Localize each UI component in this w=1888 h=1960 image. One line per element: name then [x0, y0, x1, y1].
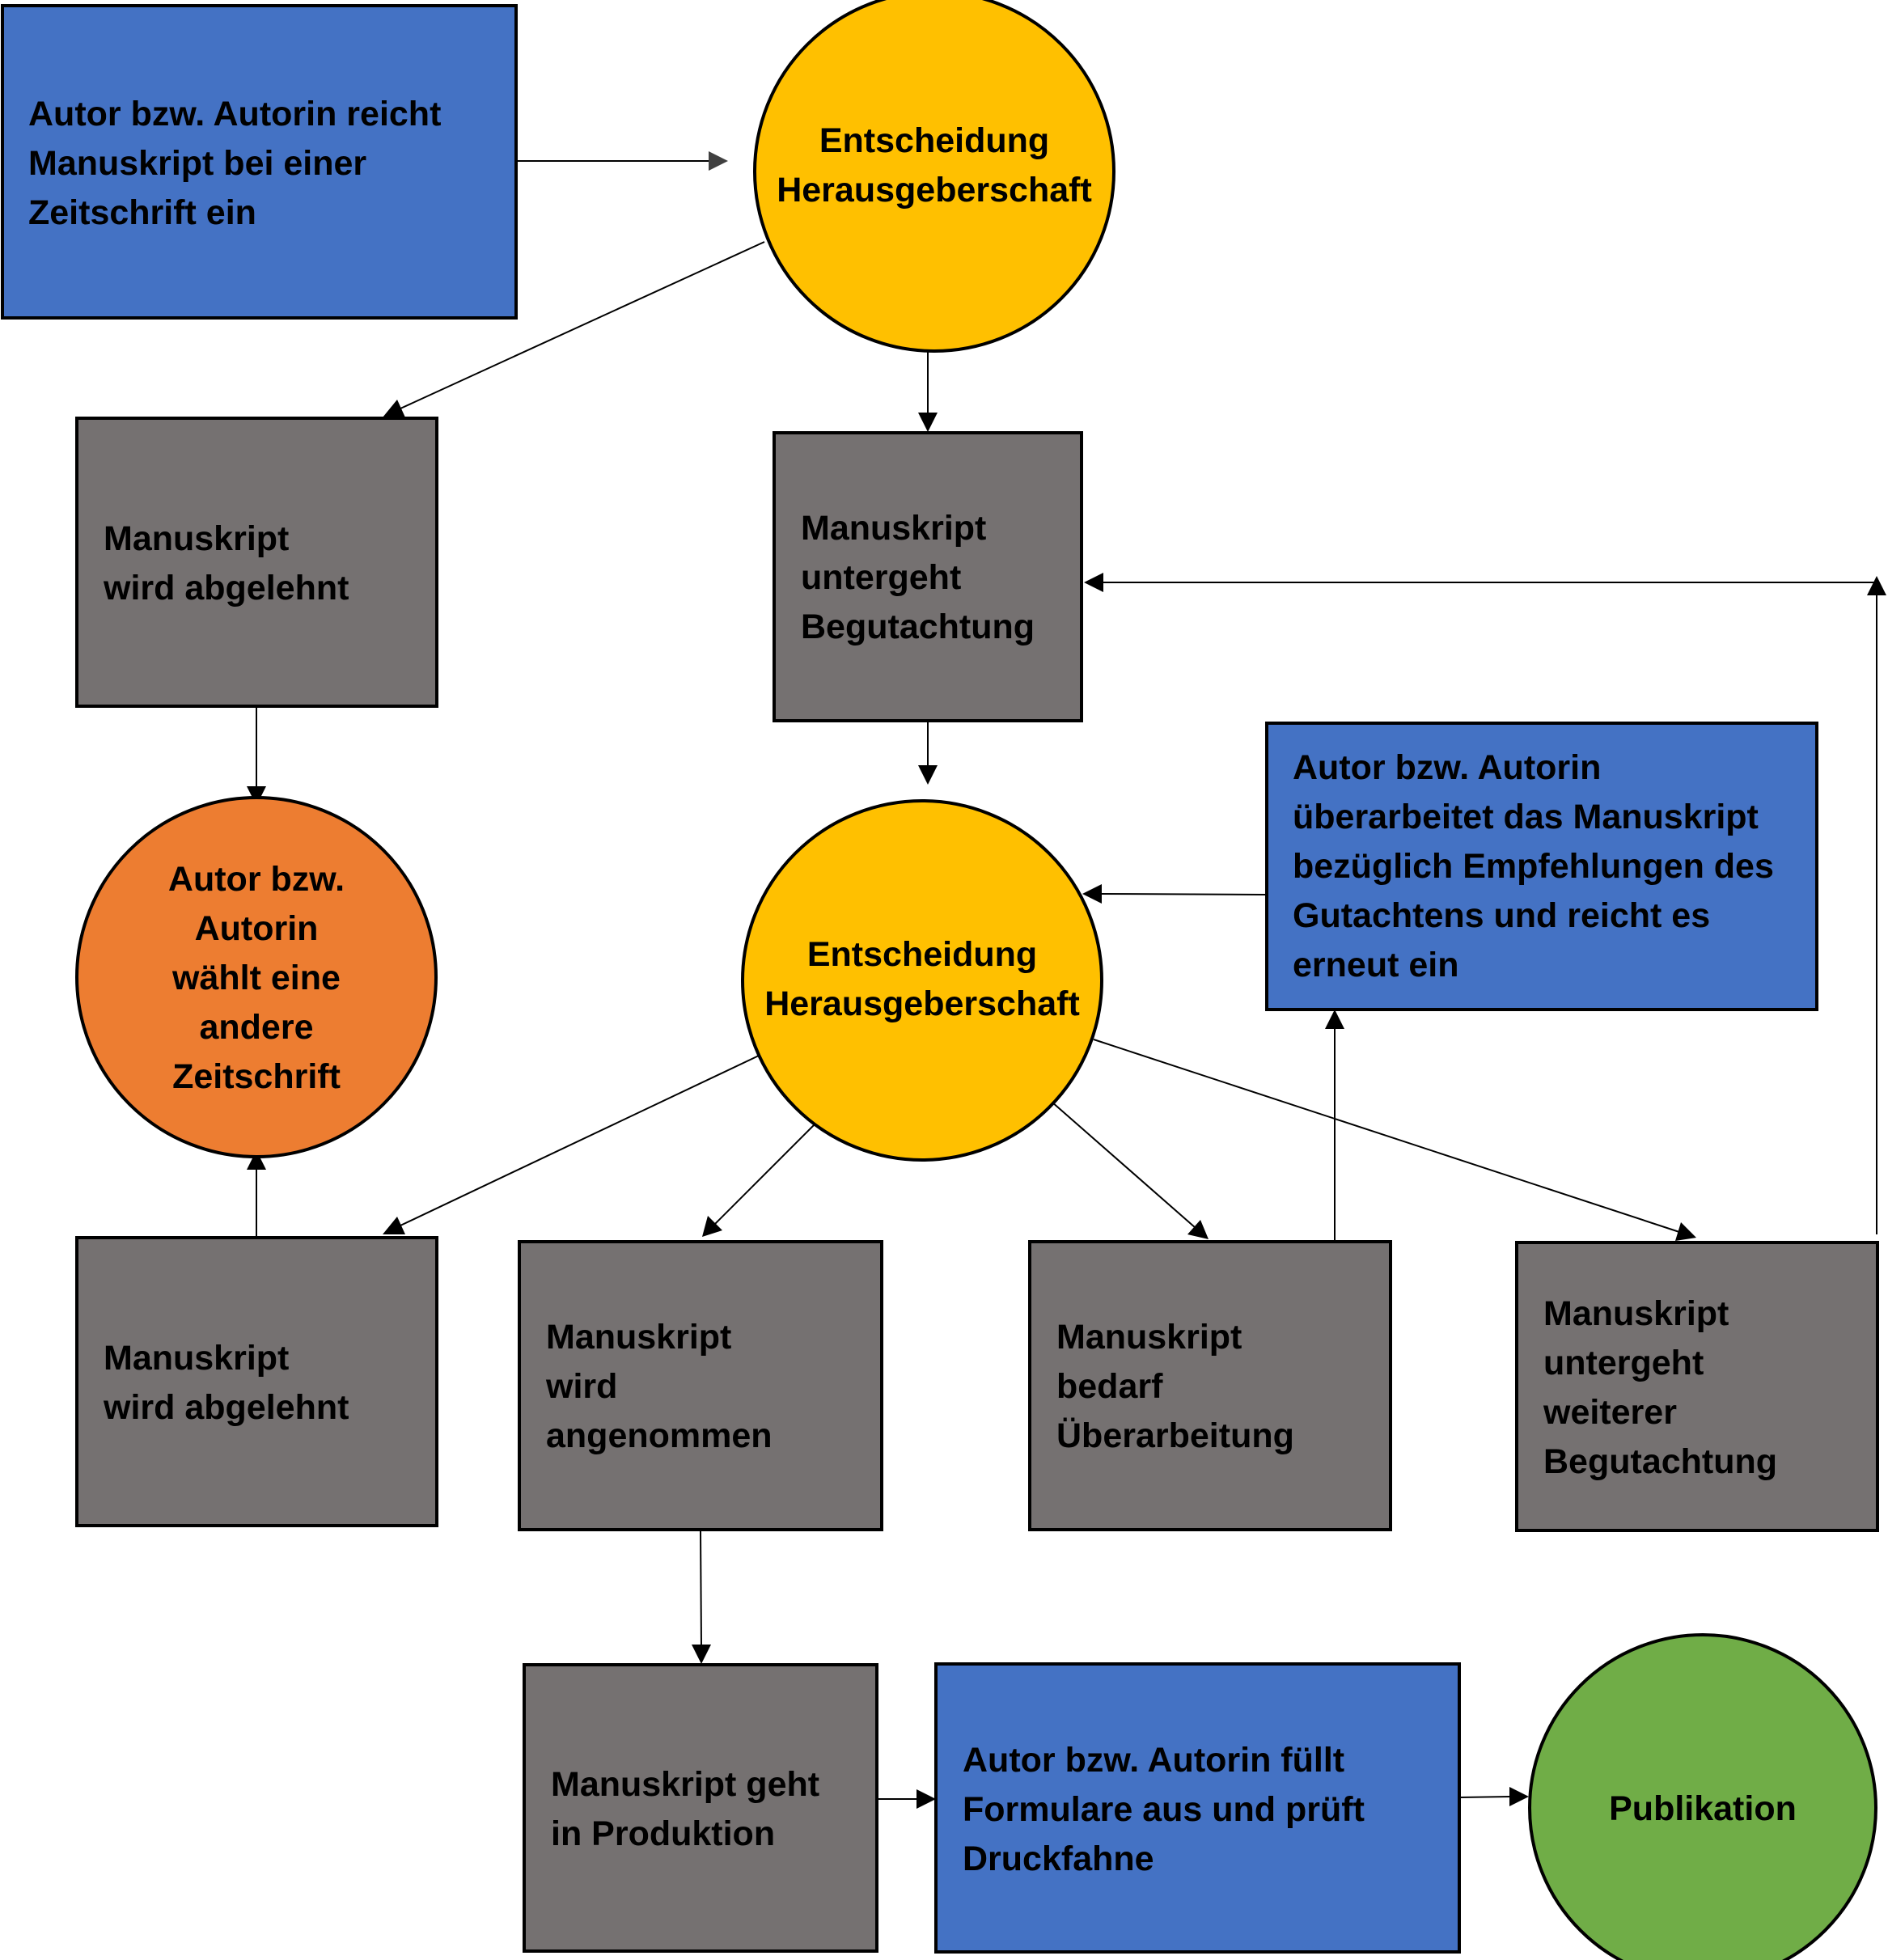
arrowhead-decision2-right [1082, 884, 1102, 904]
label-line: Manuskript bei einer [28, 144, 366, 183]
label-line: Überarbeitung [1056, 1416, 1294, 1455]
label-line: angenommen [546, 1416, 773, 1455]
label-line: in Produktion [551, 1814, 775, 1853]
label-line: erneut ein [1293, 946, 1459, 984]
node-accepted [518, 1240, 883, 1531]
label-line: Autor bzw. Autorin reicht [28, 95, 441, 133]
arrowhead-accepted [702, 1216, 722, 1237]
arrowhead-decision2-top [918, 765, 938, 785]
node-submit [1, 4, 518, 320]
node-rejected2 [75, 1236, 438, 1527]
node-rejected1 [75, 417, 438, 708]
arrowhead-other-journal-bottom [247, 1150, 266, 1170]
label-revise-resubmit: Autor bzw. Autorin überarbeitet das Manus… [1293, 748, 1774, 984]
label-line: Manuskript [104, 1339, 289, 1378]
label-line: Herausgeberschaft [777, 171, 1092, 210]
edge-decision2-to-accepted [714, 1121, 818, 1225]
arrowhead-publication [1509, 1787, 1529, 1806]
edge-resubmit-to-decision2 [1099, 893, 1267, 895]
edge-decision2-to-needs-revision [1051, 1101, 1196, 1229]
label-line: Manuskript [1543, 1294, 1729, 1333]
label-line: Publikation [1609, 1789, 1797, 1828]
label-production: Manuskript geht in Produktion [551, 1765, 819, 1853]
arrowhead-resubmit [1325, 1010, 1344, 1029]
arrowhead-needs-revision [1187, 1220, 1209, 1239]
label-line: Begutachtung [801, 607, 1035, 646]
label-line: Manuskript [546, 1318, 731, 1357]
label-line: Formulare aus und prüft [963, 1790, 1365, 1829]
arrowhead-decision1 [709, 151, 728, 171]
node-forms-proof [934, 1662, 1461, 1954]
edges [247, 151, 1886, 1809]
label-line: Manuskript [104, 519, 289, 558]
node-further-review [1515, 1241, 1879, 1532]
label-rejected2: Manuskript wird abgelehnt [103, 1339, 349, 1427]
arrowhead-forms [916, 1789, 936, 1809]
label-line: Begutachtung [1543, 1442, 1777, 1481]
label-line: weiterer [1543, 1393, 1677, 1432]
arrowhead-review-right [1084, 573, 1103, 592]
label-line: Zeitschrift ein [28, 193, 256, 232]
node-decision1 [753, 0, 1115, 353]
label-line: wird [545, 1367, 617, 1406]
label-line: Zeitschrift [172, 1057, 341, 1096]
label-line: wählt eine [171, 959, 341, 997]
label-line: bezüglich Empfehlungen des [1293, 847, 1774, 886]
label-line: untergeht [1543, 1344, 1704, 1382]
label-line: Autor bzw. Autorin [1293, 748, 1601, 787]
label-line: Entscheidung [819, 121, 1049, 160]
label-line: wird abgelehnt [103, 1388, 349, 1427]
node-publication [1528, 1633, 1877, 1960]
label-accepted: Manuskript wird angenommen [545, 1318, 773, 1455]
label-line: Autor bzw. Autorin füllt [963, 1741, 1344, 1780]
edge-decision1-to-rejected1 [400, 241, 765, 409]
node-revise-resubmit [1265, 722, 1818, 1011]
node-decision2 [741, 799, 1103, 1162]
arrowhead-production [692, 1645, 711, 1664]
arrowhead-review [918, 413, 938, 432]
label-line: Entscheidung [807, 935, 1037, 974]
arrowhead-rejected1 [383, 400, 405, 417]
label-line: Autorin [195, 909, 319, 948]
label-line: überarbeitet das Manuskript [1293, 798, 1759, 836]
arrowhead-further-review [1675, 1222, 1696, 1241]
node-needs-revision [1028, 1240, 1392, 1531]
label-publication: Publikation [1609, 1789, 1797, 1828]
label-line: Manuskript [1056, 1318, 1242, 1357]
label-line: Manuskript geht [551, 1765, 819, 1804]
label-line: Herausgeberschaft [764, 984, 1080, 1023]
label-line: andere [199, 1008, 313, 1047]
edge-decision2-to-further-review [1093, 1039, 1680, 1233]
node-other-journal [75, 796, 438, 1158]
arrowhead-loop-up [1867, 576, 1886, 595]
label-line: bedarf [1056, 1367, 1163, 1406]
label-line: Manuskript [801, 509, 986, 548]
label-line: Druckfahne [963, 1839, 1154, 1878]
node-production [523, 1663, 878, 1953]
node-review [773, 431, 1083, 722]
label-line: untergeht [801, 558, 961, 597]
label-line: wird abgelehnt [103, 569, 349, 607]
label-rejected1: Manuskript wird abgelehnt [103, 519, 349, 607]
arrowhead-rejected2 [383, 1217, 405, 1234]
edge-decision2-to-rejected2 [400, 1055, 760, 1226]
label-line: Autor bzw. [168, 860, 345, 899]
label-line: Gutachtens und reicht es [1293, 896, 1710, 935]
